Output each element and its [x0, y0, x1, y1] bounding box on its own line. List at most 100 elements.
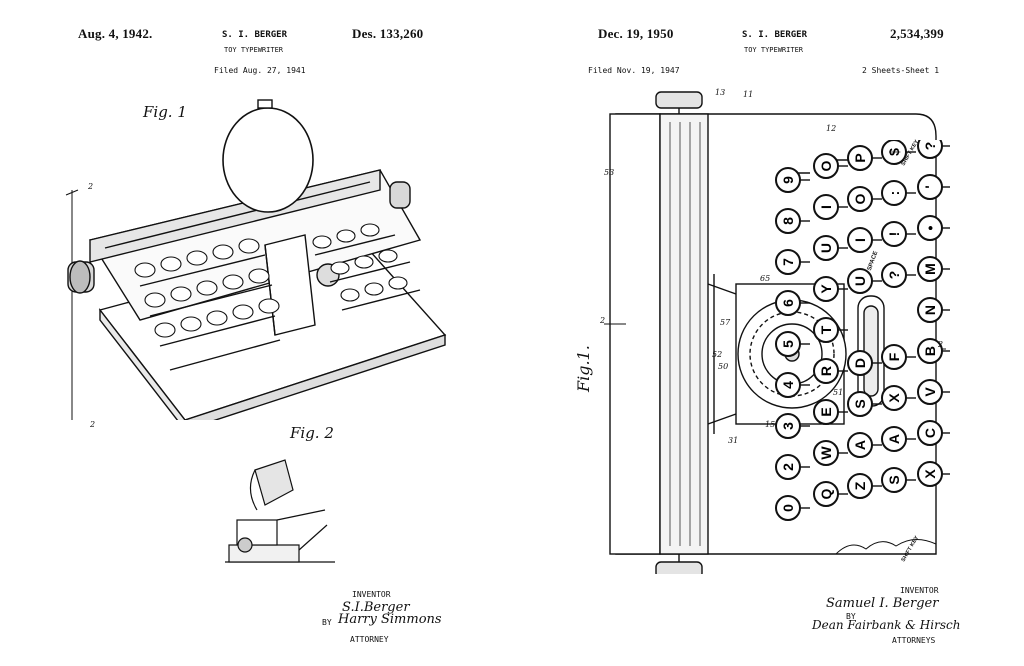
ref-51: 51	[833, 388, 844, 397]
left-patent-date: Aug. 4, 1942.	[78, 26, 153, 41]
key-character: W	[818, 446, 834, 460]
key-character: ?	[922, 142, 938, 151]
right-inventor-label: INVENTOR	[900, 586, 939, 595]
left-section-mark-top: 2	[88, 182, 94, 191]
left-fig1-label: Fig. 1	[143, 103, 187, 121]
key-cap	[881, 180, 907, 206]
key-cap	[881, 140, 907, 165]
right-section-mark-left: 2	[600, 316, 606, 325]
key-cap	[847, 186, 873, 212]
left-section-mark-bottom: 2	[90, 420, 96, 429]
key-character: A	[852, 440, 868, 450]
key-character: A	[886, 434, 902, 444]
key-cap	[775, 495, 801, 521]
key-cap	[775, 290, 801, 316]
key-character: P	[852, 153, 868, 162]
key-cap	[813, 194, 839, 220]
key-character: 7	[780, 258, 796, 266]
key-cap	[813, 235, 839, 261]
key-cap	[917, 379, 943, 405]
ref-11: 11	[743, 90, 754, 99]
key-cap	[917, 256, 943, 282]
right-fig1-label: Fig.1.	[574, 345, 593, 392]
key-cap	[881, 221, 907, 247]
left-patent-number: Des. 133,260	[352, 26, 424, 41]
key-character: !	[886, 232, 902, 237]
right-patent-filed: Filed Nov. 19, 1947	[588, 66, 680, 75]
key-cap	[881, 262, 907, 288]
key-character: S	[886, 475, 902, 484]
key-character: I	[852, 238, 868, 242]
key-character: U	[818, 243, 834, 253]
key-character: S	[852, 399, 868, 408]
right-attorney-label: ATTORNEYS	[892, 636, 936, 645]
right-section-mark-right: 2	[938, 340, 944, 349]
ref-53: 53	[604, 168, 615, 177]
key-character: I	[818, 205, 834, 209]
key-character: Q	[818, 488, 834, 499]
key-cap	[775, 372, 801, 398]
key-character: Z	[852, 481, 868, 490]
key-character: '	[922, 185, 938, 188]
key-character: ?	[886, 271, 902, 280]
key-cap	[775, 208, 801, 234]
key-cap	[775, 331, 801, 357]
key-cap	[847, 350, 873, 376]
right-patent-date: Dec. 19, 1950	[598, 26, 674, 41]
left-by-label: BY	[322, 618, 332, 627]
key-character: 3	[780, 422, 796, 430]
key-character: •	[922, 225, 938, 230]
key-character: X	[886, 393, 902, 403]
key-cap	[775, 167, 801, 193]
right-patent-sheets: 2 Sheets-Sheet 1	[862, 66, 940, 75]
left-attorney-signature: Harry Simmons	[338, 612, 442, 627]
right-by-label: BY	[846, 612, 856, 621]
key-character: 8	[780, 217, 796, 225]
ref-15: 15	[765, 420, 776, 429]
key-cap	[917, 338, 943, 364]
key-cap	[775, 454, 801, 480]
key-character: M	[922, 263, 938, 275]
key-character: F	[886, 352, 902, 361]
left-attorney-label: ATTORNEY	[350, 635, 389, 644]
key-character: 5	[780, 340, 796, 348]
key-character: 9	[780, 176, 796, 184]
key-cap	[813, 153, 839, 179]
key-cap	[847, 473, 873, 499]
key-character: :	[886, 191, 902, 196]
key-cap	[813, 440, 839, 466]
key-cap	[881, 344, 907, 370]
left-patent-inventor-name: S. I. BERGER	[222, 30, 288, 40]
key-cap	[917, 420, 943, 446]
key-character: D	[852, 358, 868, 368]
key-character: V	[922, 387, 938, 397]
right-inventor-signature: Samuel I. Berger	[826, 596, 939, 611]
key-character: 0	[780, 504, 796, 512]
key-cap	[813, 317, 839, 343]
key-cap	[813, 481, 839, 507]
key-character: T	[818, 325, 834, 334]
key-cap	[775, 249, 801, 275]
key-cap	[813, 276, 839, 302]
key-cap	[917, 215, 943, 241]
key-cap	[847, 145, 873, 171]
key-character: U	[852, 276, 868, 286]
key-cap	[917, 174, 943, 200]
left-patent-title: TOY TYPEWRITER	[224, 46, 284, 54]
key-character: O	[818, 160, 834, 171]
ref-57: 57	[720, 318, 731, 327]
key-cap	[813, 399, 839, 425]
ref-65: 65	[760, 274, 771, 283]
ref-31: 31	[728, 436, 739, 445]
key-cap	[881, 426, 907, 452]
right-patent-title: TOY TYPEWRITER	[744, 46, 804, 54]
key-cap	[813, 358, 839, 384]
key-character: Y	[818, 284, 834, 294]
key-cap	[847, 227, 873, 253]
left-typewriter-drawing	[65, 99, 447, 420]
left-inventor-signature: S.I.Berger	[342, 600, 410, 615]
right-keyboard: 987654320OIUYTREWQPOIUDSAZ$:!?FXAS?'•MNB…	[775, 140, 950, 521]
left-fig2-drawing	[225, 459, 335, 563]
ref-12: 12	[826, 124, 837, 133]
